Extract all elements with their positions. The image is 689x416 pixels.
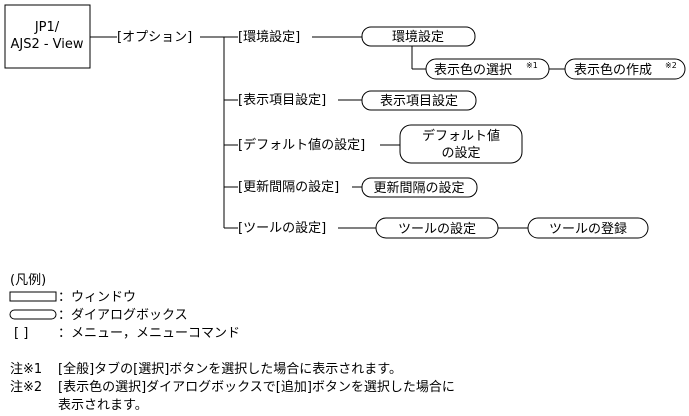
jp1-ajs2-view-window: JP1/ AJS2 - View: [4, 4, 91, 69]
tool-register-dialog-label: ツールの登録: [549, 222, 627, 237]
display-items-menu: [表示項目設定]: [238, 92, 326, 108]
color-create-note-mark: ※2: [665, 61, 677, 70]
tool-settings-menu: [ツールの設定]: [238, 220, 326, 236]
tool-register-dialog: ツールの登録: [527, 217, 649, 239]
legend-menu-symbol: [ ]: [14, 326, 28, 341]
display-items-dialog: 表示項目設定: [361, 90, 477, 111]
note2-label: 注※2: [10, 380, 42, 395]
color-select-note-mark: ※1: [526, 61, 538, 70]
tool-settings-dialog-label: ツールの設定: [398, 221, 476, 237]
color-create-dialog-label: 表示色の作成: [574, 62, 652, 78]
window-title-line1: JP1/: [34, 20, 60, 35]
color-select-dialog-label: 表示色の選択: [434, 62, 512, 78]
note2-text-line2: 表示されます。: [58, 398, 148, 413]
legend-window-symbol: [9, 291, 57, 302]
color-create-dialog: 表示色の作成 ※2: [564, 58, 686, 80]
legend-dialog-desc: ：ダイアログボックス: [58, 308, 188, 323]
legend-dialog-symbol: [9, 309, 57, 320]
option-menu: [オプション]: [117, 30, 192, 45]
display-items-dialog-label: 表示項目設定: [380, 93, 458, 109]
env-settings-menu: [環境設定]: [238, 29, 300, 45]
note1-label: 注※1: [10, 362, 42, 377]
color-select-dialog: 表示色の選択 ※1: [425, 58, 550, 80]
connector-lines: [90, 36, 565, 229]
legend-title: (凡例): [10, 273, 46, 288]
note1-text: [全般]タブの[選択]ボタンを選択した場合に表示されます。: [58, 361, 402, 377]
note2-text-line1: [表示色の選択]ダイアログボックスで[追加]ボタンを選択した場合に: [58, 379, 455, 395]
notes: 注※1 [全般]タブの[選択]ボタンを選択した場合に表示されます。 注※2 [表…: [10, 361, 455, 413]
tool-settings-dialog: ツールの設定: [375, 217, 499, 239]
update-interval-dialog: 更新間隔の設定: [361, 177, 478, 198]
default-settings-dialog: デフォルト値 の設定: [399, 124, 523, 164]
legend: (凡例) ：ウィンドウ ：ダイアログボックス [ ] ：メニュー，メニューコマン…: [9, 273, 240, 341]
update-interval-menu: [更新間隔の設定]: [238, 179, 339, 195]
legend-window-desc: ：ウィンドウ: [58, 290, 136, 305]
window-title-line2: AJS2 - View: [10, 37, 83, 52]
update-interval-dialog-label: 更新間隔の設定: [373, 180, 464, 196]
default-settings-menu: [デフォルト値の設定]: [238, 137, 365, 153]
legend-menu-desc: ：メニュー，メニューコマンド: [58, 326, 240, 341]
env-settings-dialog: 環境設定: [361, 26, 476, 47]
env-settings-dialog-label: 環境設定: [392, 29, 444, 45]
default-settings-dialog-line1: デフォルト値: [422, 128, 500, 144]
default-settings-dialog-line2: の設定: [441, 145, 480, 161]
